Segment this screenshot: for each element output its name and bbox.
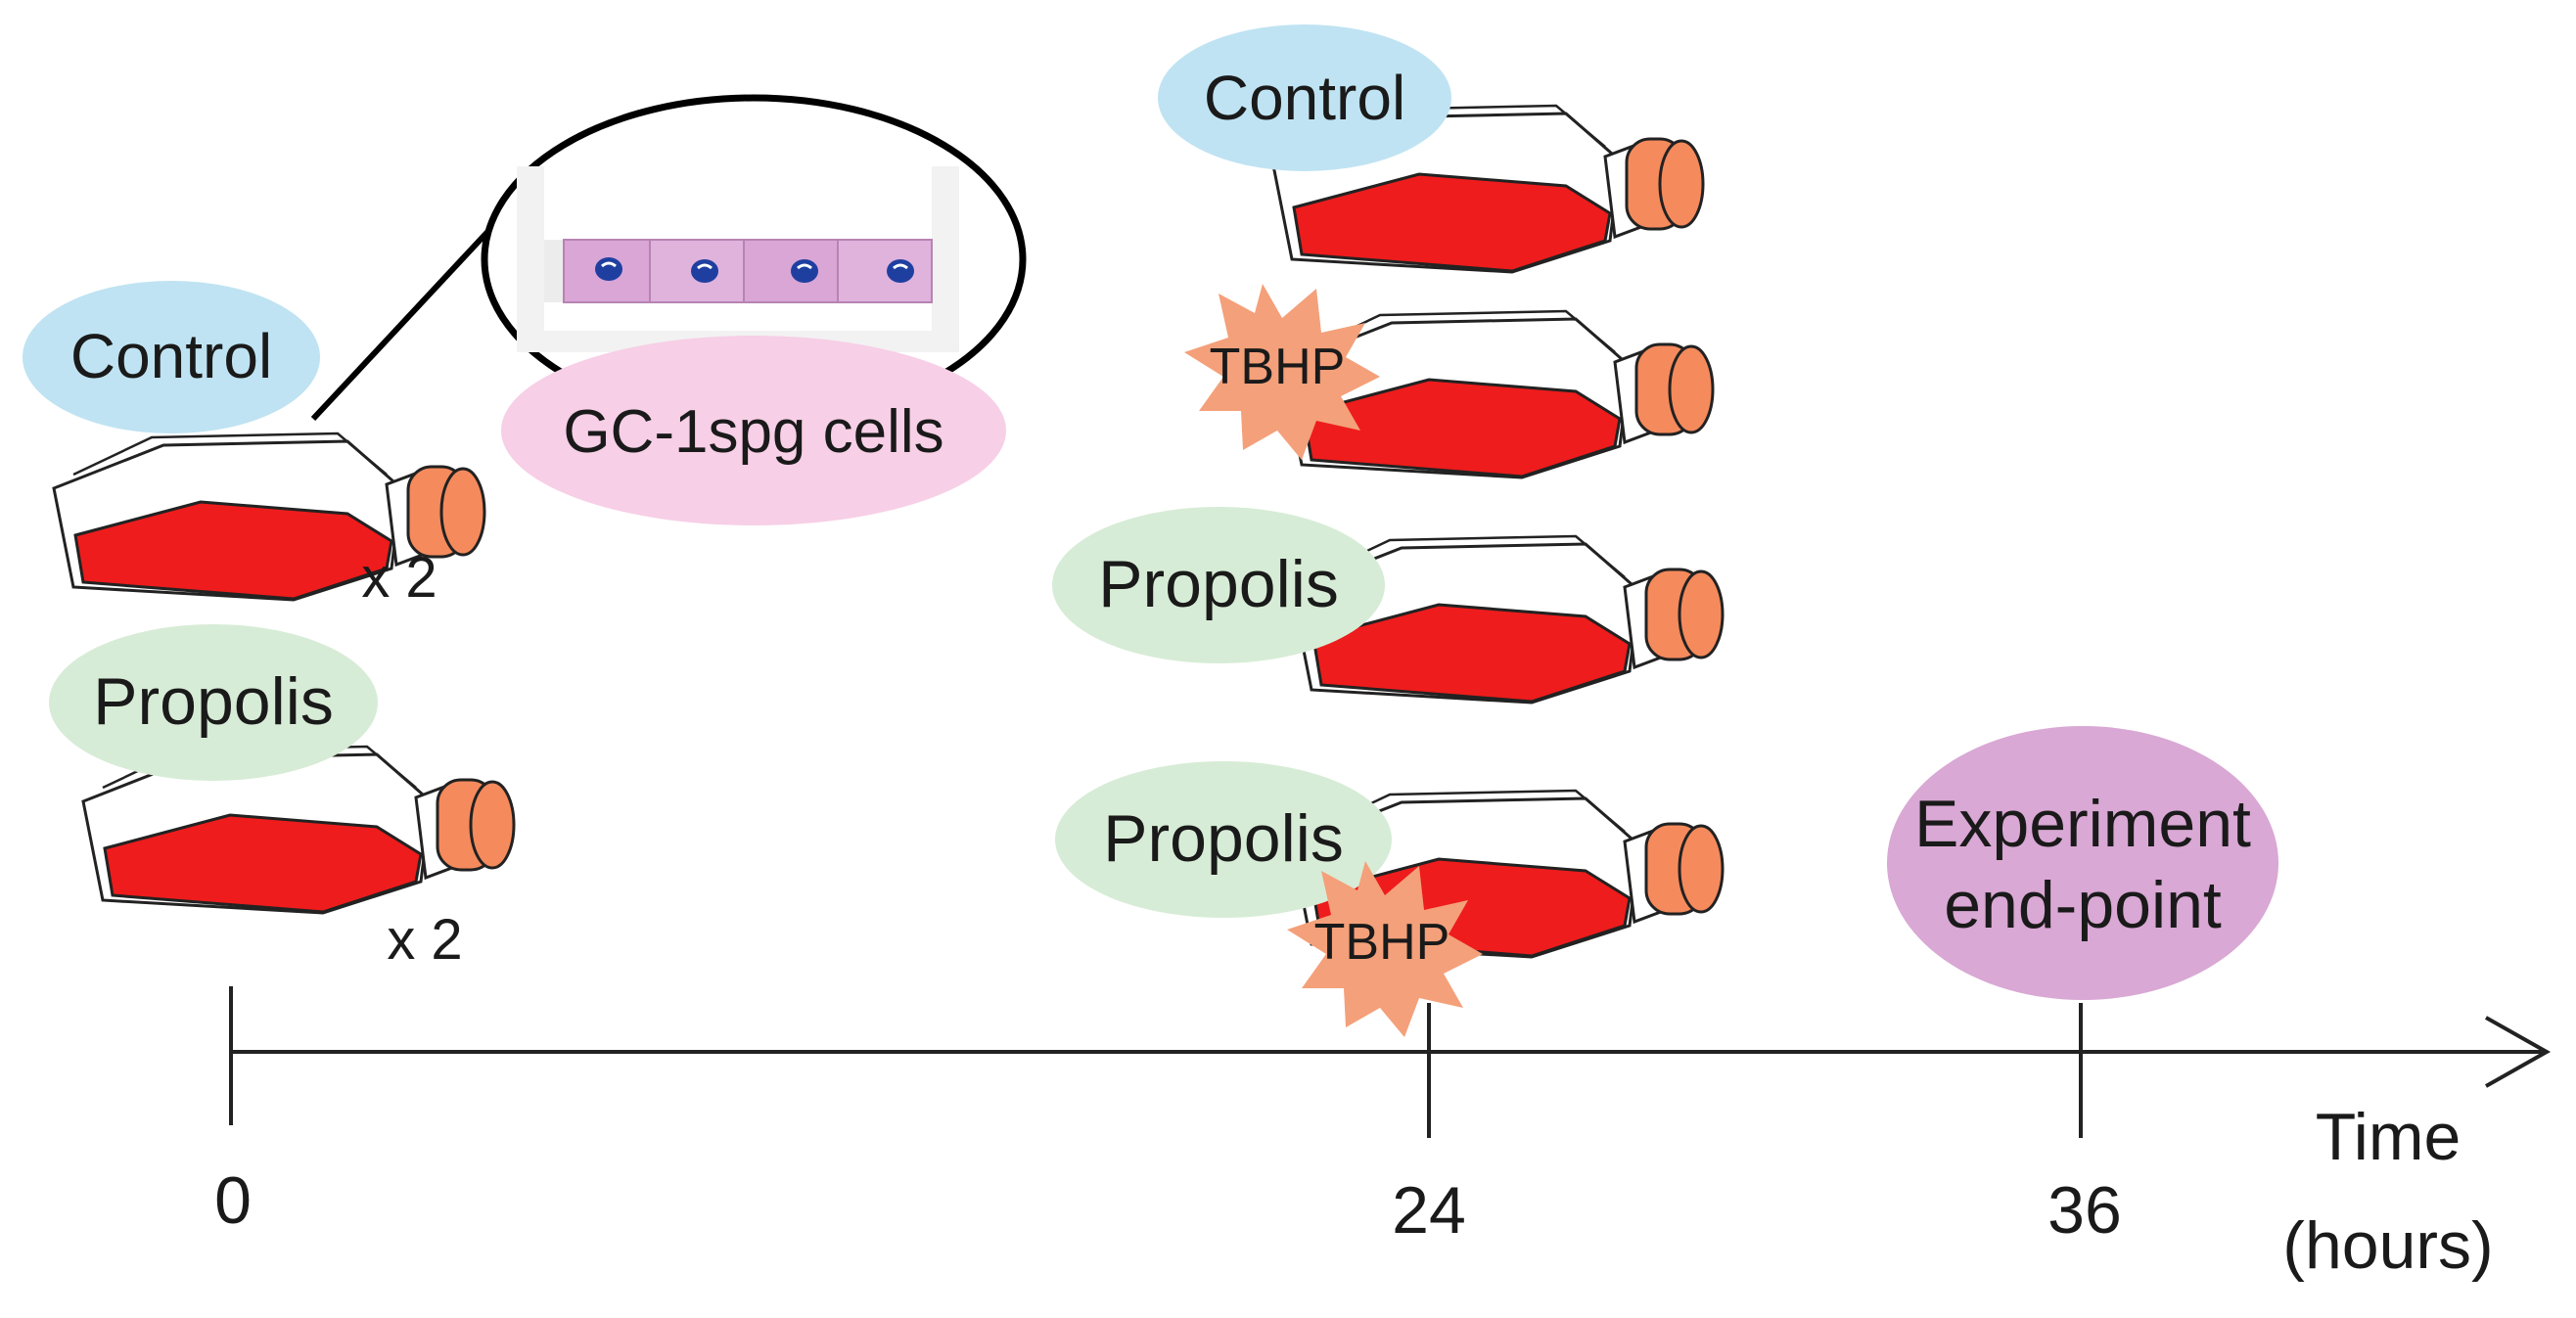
propolis-label-bubble-t0: Propolis (49, 624, 378, 781)
control-label-bubble-t24: Control (1158, 24, 1451, 171)
culture-well-icon (517, 166, 959, 352)
propolis-tbhp-label-bubble-t24: Propolis (1055, 761, 1392, 918)
tick-label-36: 36 (2047, 1173, 2122, 1248)
multiplier-propolis: x 2 (387, 908, 462, 972)
tick-label-0: 0 (214, 1163, 252, 1238)
cell-zoom-callout: GC-1spg cells (310, 94, 1027, 525)
endpoint-label-line2: end-point (1944, 868, 2222, 942)
control-label-t24: Control (1204, 63, 1405, 133)
multiplier-control: x 2 (361, 546, 437, 610)
time-axis: 0 24 36 Time (hours) (214, 986, 2552, 1283)
axis-title-line1: Time (2316, 1100, 2461, 1174)
propolis-label-bubble-t24: Propolis (1052, 507, 1385, 663)
control-label-t0: Control (70, 321, 272, 391)
propolis-label-t24: Propolis (1098, 547, 1339, 621)
tbhp-label-combo-t24: TBHP (1314, 914, 1450, 971)
propolis-label-t0: Propolis (93, 664, 334, 739)
propolis-tbhp-label-t24: Propolis (1103, 801, 1344, 876)
tbhp-label-t24: TBHP (1210, 339, 1346, 395)
endpoint-bubble: Experiment end-point (1887, 726, 2278, 1000)
endpoint-label-line1: Experiment (1914, 787, 2251, 861)
tbhp-burst-combo-t24: TBHP (1287, 861, 1483, 1037)
tbhp-burst-t24: TBHP (1184, 284, 1380, 460)
time-axis-arrowhead (2485, 1016, 2552, 1088)
axis-title-line2: (hours) (2282, 1208, 2493, 1283)
cells-label: GC-1spg cells (563, 398, 943, 466)
control-label-bubble-t0: Control (23, 281, 320, 433)
tick-label-24: 24 (1392, 1173, 1466, 1248)
